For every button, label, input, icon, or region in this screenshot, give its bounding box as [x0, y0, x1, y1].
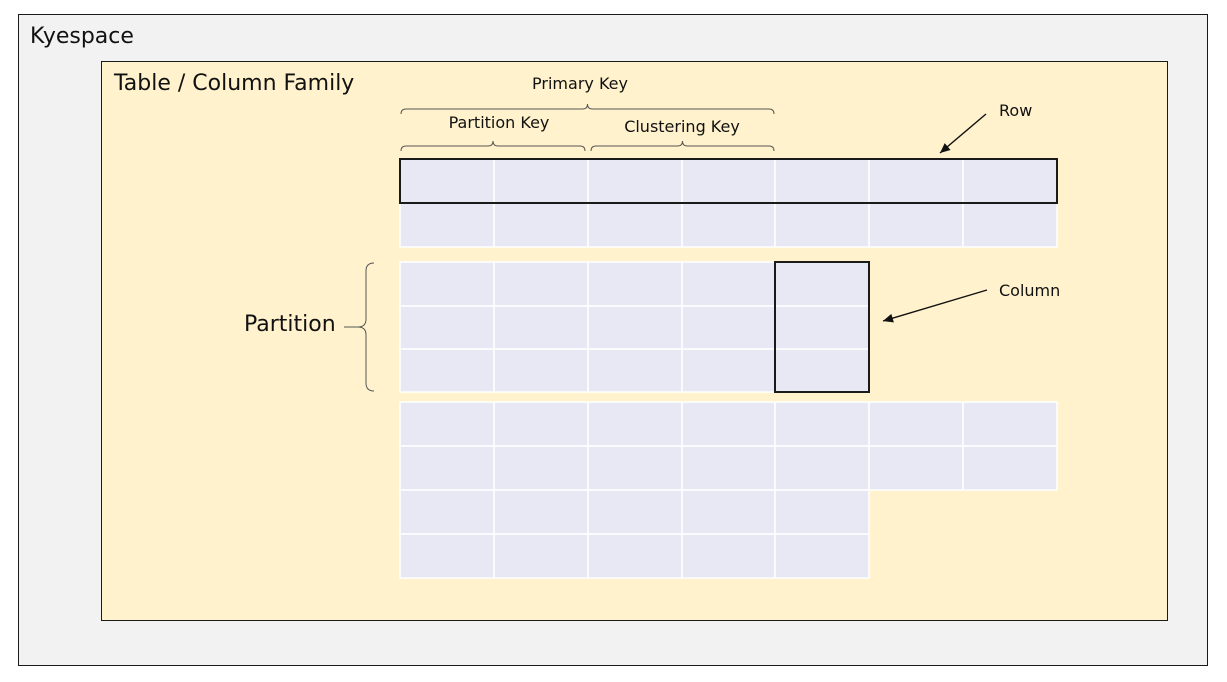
- table-cell: [681, 445, 776, 491]
- table-cell: [587, 533, 683, 579]
- clustering-key-brace: [590, 140, 775, 152]
- table-cell: [493, 158, 589, 204]
- table-cell: [962, 158, 1058, 204]
- partition-key-brace: [400, 140, 586, 152]
- table-cell: [399, 533, 495, 579]
- table-cell: [774, 533, 870, 579]
- table-cell: [587, 305, 683, 350]
- table-cell: [774, 489, 870, 535]
- column-arrow: [882, 289, 988, 322]
- table-cell: [587, 158, 683, 204]
- table-cell: [868, 401, 964, 447]
- table-cell: [399, 445, 495, 491]
- table-cell: [587, 445, 683, 491]
- table-cell: [774, 202, 870, 248]
- table-cell: [681, 533, 776, 579]
- clustering-key-label: Clustering Key: [624, 117, 740, 136]
- table-cell: [587, 489, 683, 535]
- table-cell: [868, 445, 964, 491]
- table-cell: [399, 158, 495, 204]
- table-cell: [399, 305, 495, 350]
- primary-key-brace: [400, 103, 775, 115]
- row-arrow: [939, 113, 987, 154]
- table-cell: [399, 202, 495, 248]
- keyspace-label: Kyespace: [30, 24, 134, 49]
- table-cell: [587, 202, 683, 248]
- table-cell: [493, 348, 589, 393]
- table-cell: [681, 348, 776, 393]
- row-highlight-outline: [399, 158, 1058, 204]
- partition-key-label: Partition Key: [448, 113, 550, 132]
- table-cell: [681, 489, 776, 535]
- table-cell: [681, 202, 776, 248]
- table-label: Table / Column Family: [114, 71, 355, 96]
- table-cell: [681, 305, 776, 350]
- table-cell: [587, 261, 683, 307]
- table-cell: [493, 202, 589, 248]
- table-cell: [681, 261, 776, 307]
- table-cell: [962, 202, 1058, 248]
- partition-label: Partition: [244, 312, 336, 337]
- partition-brace: [357, 262, 375, 392]
- table-cell: [493, 305, 589, 350]
- table-cell: [962, 401, 1058, 447]
- column-highlight-outline: [774, 261, 870, 393]
- row-arrow-head: [940, 143, 951, 153]
- table-cell: [493, 401, 589, 447]
- table-cell: [681, 401, 776, 447]
- table-cell: [868, 202, 964, 248]
- table-cell: [962, 445, 1058, 491]
- table-cell: [399, 261, 495, 307]
- table-cell: [493, 261, 589, 307]
- column-label: Column: [999, 281, 1061, 300]
- primary-key-label: Primary Key: [532, 74, 628, 93]
- row-label: Row: [999, 101, 1033, 120]
- table-cell: [399, 401, 495, 447]
- table-cell: [399, 348, 495, 393]
- table-cell: [493, 445, 589, 491]
- table-cell: [681, 158, 776, 204]
- column-arrow-head: [883, 313, 894, 323]
- table-cell: [774, 401, 870, 447]
- table-cell: [774, 261, 870, 393]
- table-cell: [493, 489, 589, 535]
- table-cell: [493, 533, 589, 579]
- table-cell: [774, 158, 870, 204]
- table-cell: [587, 401, 683, 447]
- table-cell: [774, 445, 870, 491]
- table-cell: [399, 489, 495, 535]
- table-cell: [587, 348, 683, 393]
- table-cell: [868, 158, 964, 204]
